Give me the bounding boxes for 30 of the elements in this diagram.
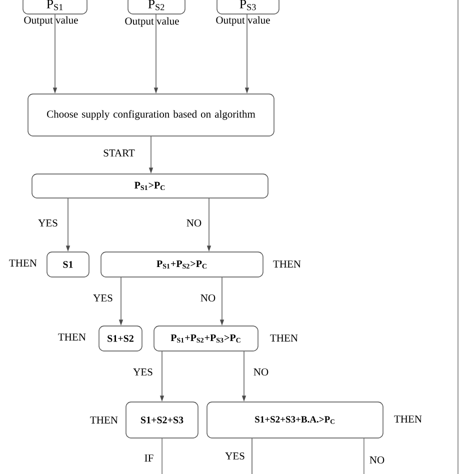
decision-box: S1+S2+S3+B.A.>P$_{C}$ [206,402,384,438]
node-caption: THEN [90,416,118,424]
edge-label: NO [368,455,386,465]
node-caption: THEN [270,334,298,342]
edge-label: YES [132,367,154,377]
node-caption: THEN [58,334,86,340]
result-box: S1+S2+S3 [126,402,198,438]
process-box: Choose supply configuration based on algorithm [28,94,274,136]
node-caption: THEN [9,260,37,266]
edge-label: IF [143,454,155,462]
node-caption: Output value [125,17,179,27]
edge-label: YES [92,293,114,303]
decision-box: P$_{S1}$>P$_{C}$ [32,174,268,198]
process-box: P$_{S3}$ [216,0,280,14]
edge-label: NO [252,367,270,377]
edge-label: START [102,148,136,158]
edge-label: YES [37,218,59,228]
edge-label: NO [185,218,203,228]
node-caption: Output value [216,16,270,26]
process-box: P$_{S2}$ [128,0,186,14]
node-caption: THEN [394,416,422,422]
result-box: S1 [46,252,90,278]
node-caption: THEN [273,260,301,268]
decision-box: P$_{S1}$+P$_{S2}$>P$_{C}$ [100,252,264,278]
edge-label: YES [224,451,246,461]
edge-label: NO [199,293,217,303]
decision-box: P$_{S1}$+P$_{S2}$+P$_{S3}$>P$_{C}$ [154,326,258,352]
process-box: P$_{S1}$ [22,0,88,14]
result-box: S1+S2 [98,326,142,352]
node-caption: Output value [24,16,78,26]
